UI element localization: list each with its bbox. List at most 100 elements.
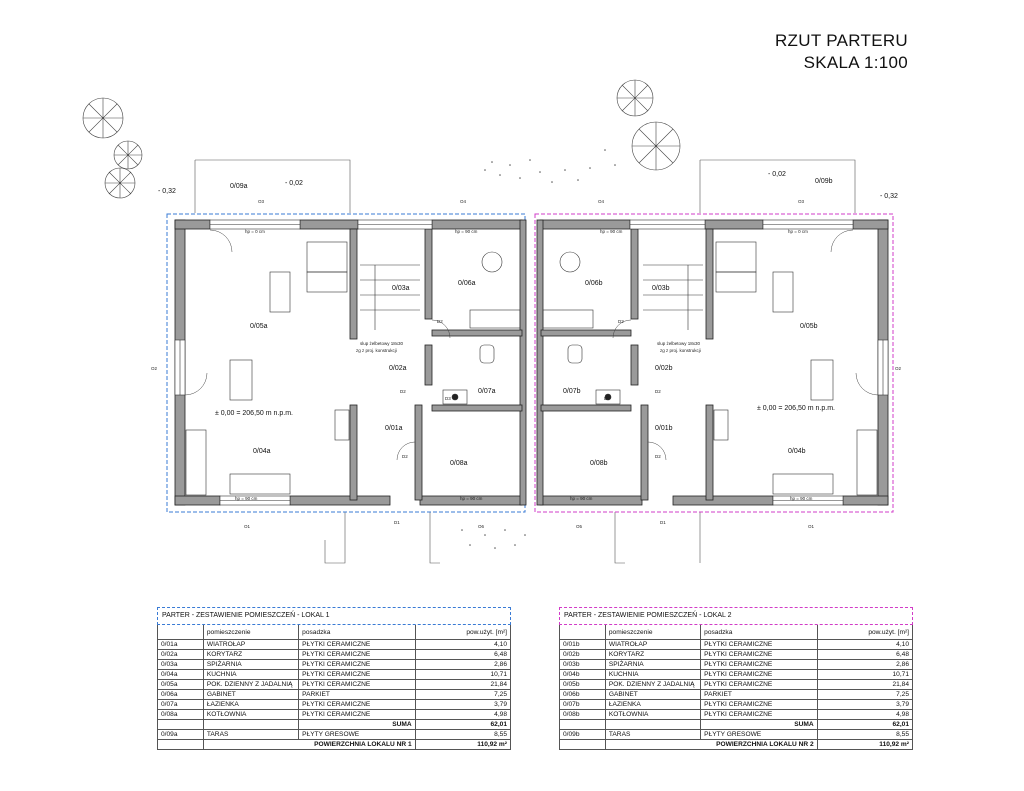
room-label: 0/08b	[590, 460, 608, 467]
room-label: 0/04a	[253, 448, 271, 455]
window-tag: O1	[808, 524, 815, 529]
sill-height-note: hp = 90 cm	[235, 496, 258, 501]
window-tag: O2	[151, 366, 158, 371]
room-label: 0/07a	[478, 388, 496, 395]
sill-height-note: hp = 90 cm	[600, 229, 623, 234]
tree-icon	[616, 79, 654, 117]
column-header: posadzka	[700, 625, 818, 640]
door-tag: D1	[394, 520, 400, 525]
drawing-title-line1: RZUT PARTERU	[774, 31, 908, 50]
sill-height-note: hp = 90 cm	[460, 496, 483, 501]
room-label: 0/03b	[652, 285, 670, 292]
level-label: ± 0,00 = 206,50 m n.p.m.	[215, 410, 293, 417]
window-tag: O5	[576, 524, 583, 529]
tree-icon	[82, 97, 124, 139]
window-tag: O4	[598, 199, 605, 204]
sill-height-note: hp = 90 cm	[570, 496, 593, 501]
furniture-right	[542, 241, 878, 496]
level-label: - 0,02	[285, 180, 303, 187]
room-label: 0/07b	[563, 388, 581, 395]
shrub-dots	[461, 149, 616, 549]
room-label: 0/08a	[450, 460, 468, 467]
door-tag: D2	[655, 454, 661, 459]
tree-icon	[113, 140, 143, 170]
room-label: 0/02b	[655, 365, 673, 372]
door-tag: D2	[400, 389, 406, 394]
room-label: 0/01b	[655, 425, 673, 432]
room-label: 0/05b	[800, 323, 818, 330]
window-tag: O4	[460, 199, 467, 204]
room-label: 0/09a	[230, 183, 248, 190]
room-label: 0/01a	[385, 425, 403, 432]
column-note: zg z proj. konstrukcji	[660, 348, 701, 353]
sill-height-note: hp = 90 cm	[790, 496, 813, 501]
tree-icon	[631, 121, 681, 171]
table-header: PARTER - ZESTAWIENIE POMIESZCZEŃ - LOKAL…	[157, 607, 511, 625]
sill-height-note: hp = 0 cm	[788, 229, 808, 234]
sill-height-note: hp = 90 cm	[455, 229, 478, 234]
window-tag: O3	[798, 199, 805, 204]
room-label: 0/05a	[250, 323, 268, 330]
column-header: pow.użyt. [m²]	[414, 625, 512, 640]
door-tag: D3	[604, 396, 610, 401]
room-label: 0/06b	[585, 280, 603, 287]
lokal2-boundary	[534, 213, 894, 513]
room-schedule-lokal2: PARTER - ZESTAWIENIE POMIESZCZEŃ - LOKAL…	[559, 607, 914, 750]
column-note: zg z proj. konstrukcji	[356, 348, 397, 353]
room-label: 0/04b	[788, 448, 806, 455]
walls-left	[174, 219, 527, 506]
room-table: pomieszczenie posadzka pow.użyt. [m²] 0/…	[559, 625, 914, 750]
door-swings	[184, 229, 879, 461]
door-tag: D2	[655, 389, 661, 394]
door-tag: D2	[618, 319, 624, 324]
drawing-scale: SKALA 1:100	[803, 53, 908, 72]
furniture-left	[185, 241, 521, 496]
tree-symbols	[82, 79, 681, 199]
window-tag: O2	[895, 366, 902, 371]
column-header: pow.użyt. [m²]	[816, 625, 914, 640]
window-tag: O3	[258, 199, 265, 204]
column-header: posadzka	[298, 625, 416, 640]
column-note: slup żelbetowy 18x30	[657, 341, 701, 346]
room-label: 0/09b	[815, 178, 833, 185]
level-label: ± 0,00 = 206,50 m n.p.m.	[757, 405, 835, 412]
room-schedule-lokal1: PARTER - ZESTAWIENIE POMIESZCZEŃ - LOKAL…	[157, 607, 512, 750]
level-label: - 0,02	[768, 171, 786, 178]
terraces	[194, 159, 856, 564]
level-label: - 0,32	[880, 193, 898, 200]
room-label: 0/03a	[392, 285, 410, 292]
room-table: pomieszczenie posadzka pow.użyt. [m²] 0/…	[157, 625, 512, 750]
door-tag: D3	[445, 396, 451, 401]
sill-height-note: hp = 0 cm	[245, 229, 265, 234]
door-tag: D2	[402, 454, 408, 459]
column-header: pomieszczenie	[202, 625, 300, 640]
floor-plan: 0/05a 0/04a 0/03a 0/06a 0/02a 0/07a 0/01…	[82, 79, 902, 564]
window-tag: O6	[478, 524, 485, 529]
room-label: 0/06a	[458, 280, 476, 287]
column-note: slup żelbetowy 18x30	[360, 341, 404, 346]
table-header: PARTER - ZESTAWIENIE POMIESZCZEŃ - LOKAL…	[559, 607, 913, 625]
room-label: 0/02a	[389, 365, 407, 372]
lokal1-boundary	[166, 213, 526, 513]
door-tag: D2	[437, 319, 443, 324]
drawing-title: RZUT PARTERU SKALA 1:100	[760, 30, 908, 74]
column-header: pomieszczenie	[604, 625, 702, 640]
